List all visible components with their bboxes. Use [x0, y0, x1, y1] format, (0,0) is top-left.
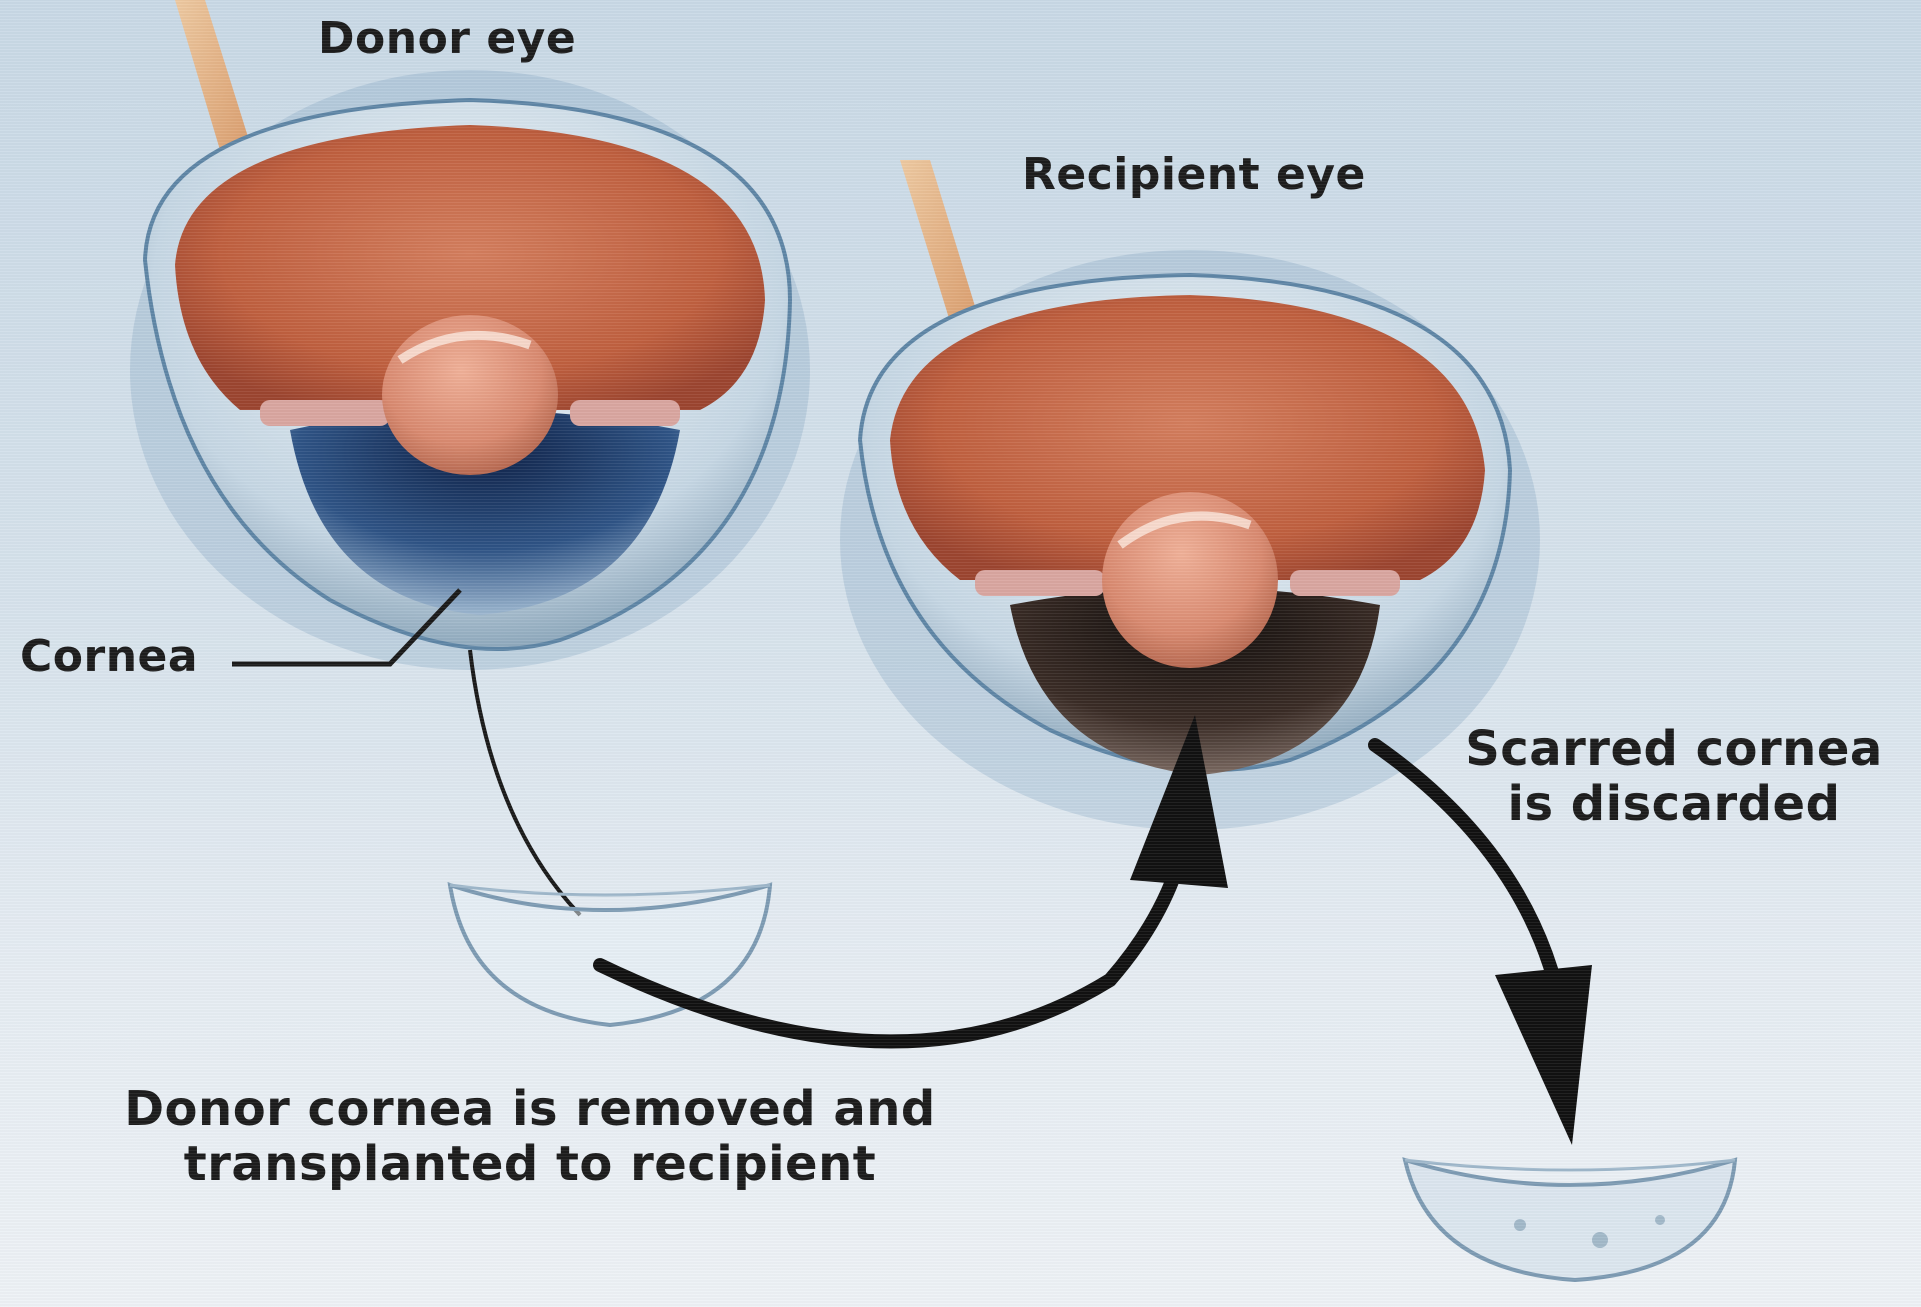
- donor-eye: [130, 0, 810, 670]
- donor-cornea-caption-line1: Donor cornea is removed and: [110, 1082, 950, 1137]
- recipient-ciliary-right: [1290, 570, 1400, 596]
- donor-ciliary-left: [260, 400, 390, 426]
- donor-cornea-caption-line2: transplanted to recipient: [110, 1137, 950, 1192]
- donor-eye-label: Donor eye: [318, 14, 576, 65]
- discarded-scarred-cornea: [1405, 1160, 1735, 1280]
- scarred-cornea-label-line2: is discarded: [1454, 777, 1894, 832]
- donor-removal-line: [470, 650, 580, 915]
- recipient-ciliary-left: [975, 570, 1105, 596]
- scarred-cornea-label-line1: Scarred cornea: [1454, 722, 1894, 777]
- cornea-label: Cornea: [20, 632, 198, 683]
- donor-cornea-caption: Donor cornea is removed and transplanted…: [110, 1082, 950, 1192]
- recipient-eye-label: Recipient eye: [1022, 150, 1366, 201]
- discard-arrow-head: [1495, 965, 1592, 1145]
- donor-ciliary-right: [570, 400, 680, 426]
- removed-donor-cornea: [450, 885, 770, 1025]
- scarred-cornea-label: Scarred cornea is discarded: [1454, 722, 1894, 832]
